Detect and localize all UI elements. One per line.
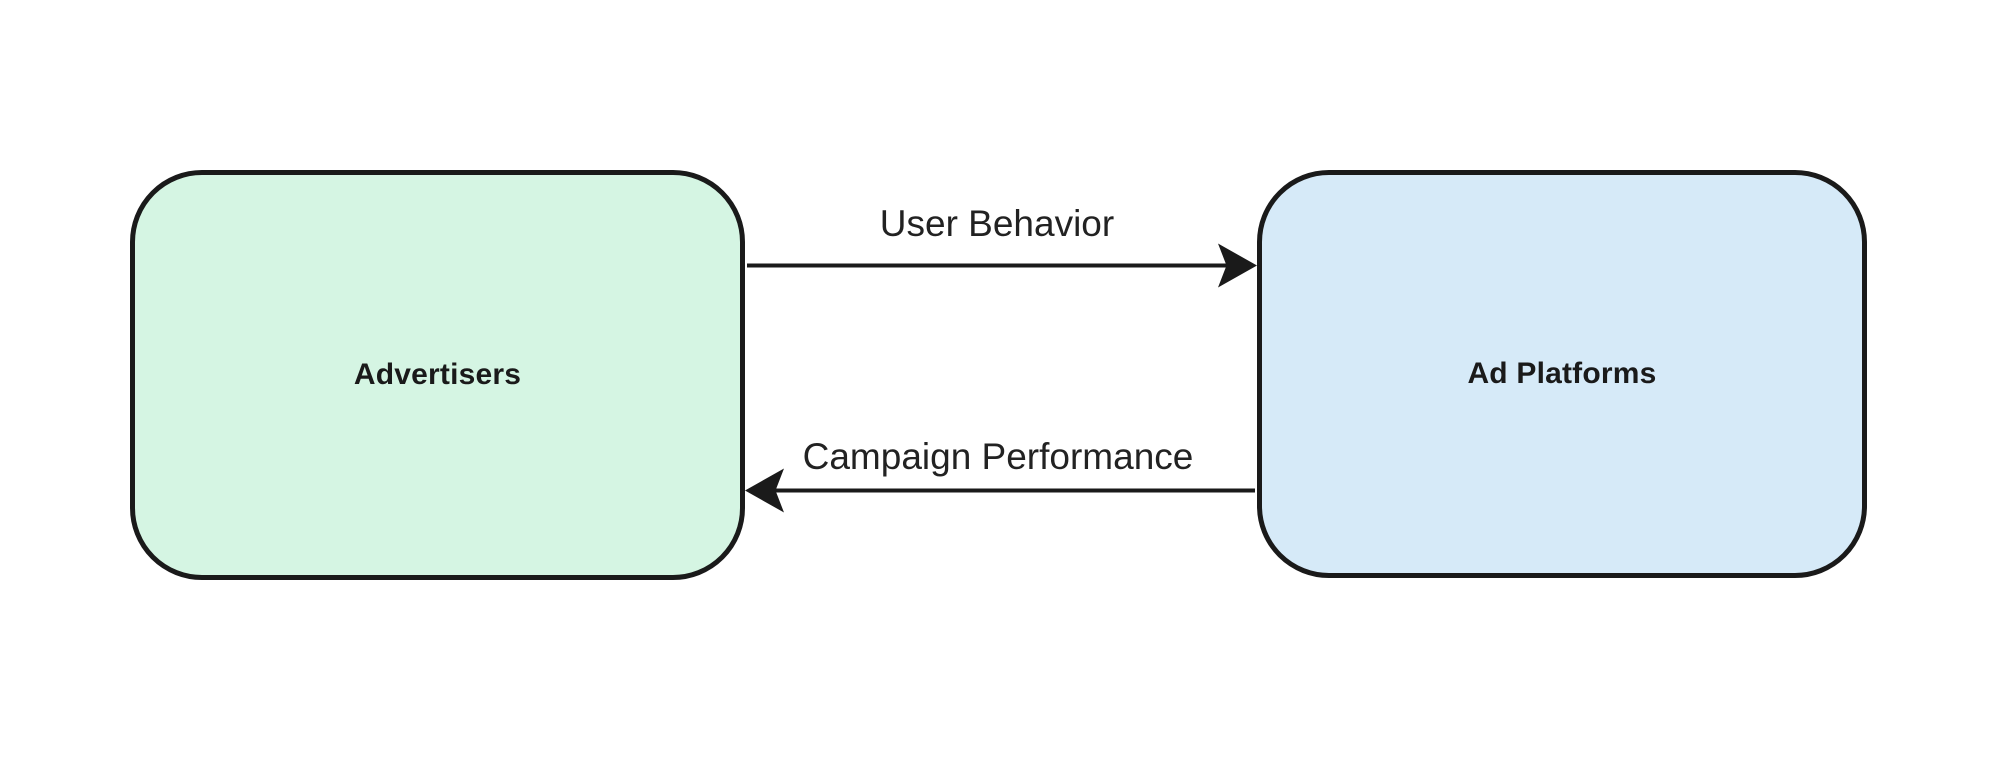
node-ad-platforms-label: Ad Platforms <box>1467 357 1657 390</box>
edge-user-behavior <box>747 243 1257 288</box>
edge-campaign-performance <box>745 468 1255 513</box>
arrowhead-left-icon <box>745 468 784 513</box>
edge-label-user-behavior: User Behavior <box>879 203 1115 244</box>
node-ad-platforms: Ad Platforms <box>1257 170 1867 578</box>
edge-label-campaign-performance: Campaign Performance <box>802 436 1194 477</box>
arrowhead-right-icon <box>1218 243 1257 288</box>
node-advertisers-label: Advertisers <box>353 358 522 391</box>
node-advertisers: Advertisers <box>130 170 745 580</box>
